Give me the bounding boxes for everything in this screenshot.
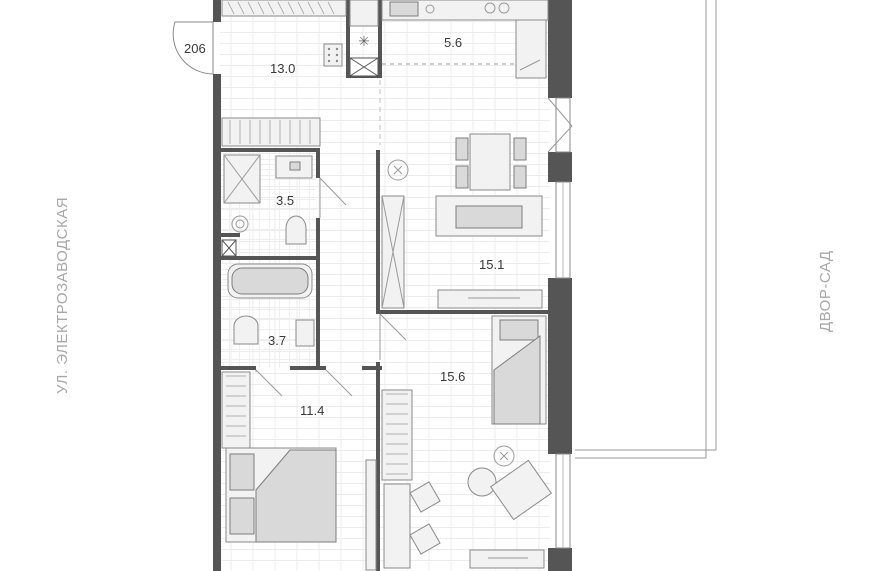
- master-furniture: [221, 371, 377, 571]
- kitchen-units: ✳: [349, 0, 549, 145]
- entrance-door: [172, 21, 214, 75]
- room-area-hall: 13.0: [270, 61, 295, 76]
- apartment-number: 206: [184, 41, 206, 56]
- bathroom-2-fixtures: [227, 263, 315, 347]
- room-area-bedroom: 15.6: [440, 369, 465, 384]
- yard-label: ДВОР-САД: [817, 251, 834, 333]
- room-area-master: 11.4: [300, 403, 324, 418]
- svg-text:✳: ✳: [358, 33, 370, 49]
- bathroom-1-fixtures: [221, 154, 313, 257]
- room-area-living: 15.1: [479, 257, 504, 272]
- street-label: УЛ. ЭЛЕКТРОЗАВОДСКАЯ: [54, 197, 71, 394]
- wardrobe-top: [221, 0, 347, 147]
- room-area-bath-2: 3.7: [268, 333, 286, 348]
- room-area-kitchen: 5.6: [444, 35, 462, 50]
- interior-doors: [255, 97, 573, 397]
- walls: [213, 0, 572, 571]
- living-furniture: [381, 133, 543, 309]
- balcony-outline: [575, 0, 717, 459]
- hall-stool: [323, 43, 343, 67]
- bedroom-furniture: [381, 315, 553, 569]
- room-area-bath-1: 3.5: [276, 193, 294, 208]
